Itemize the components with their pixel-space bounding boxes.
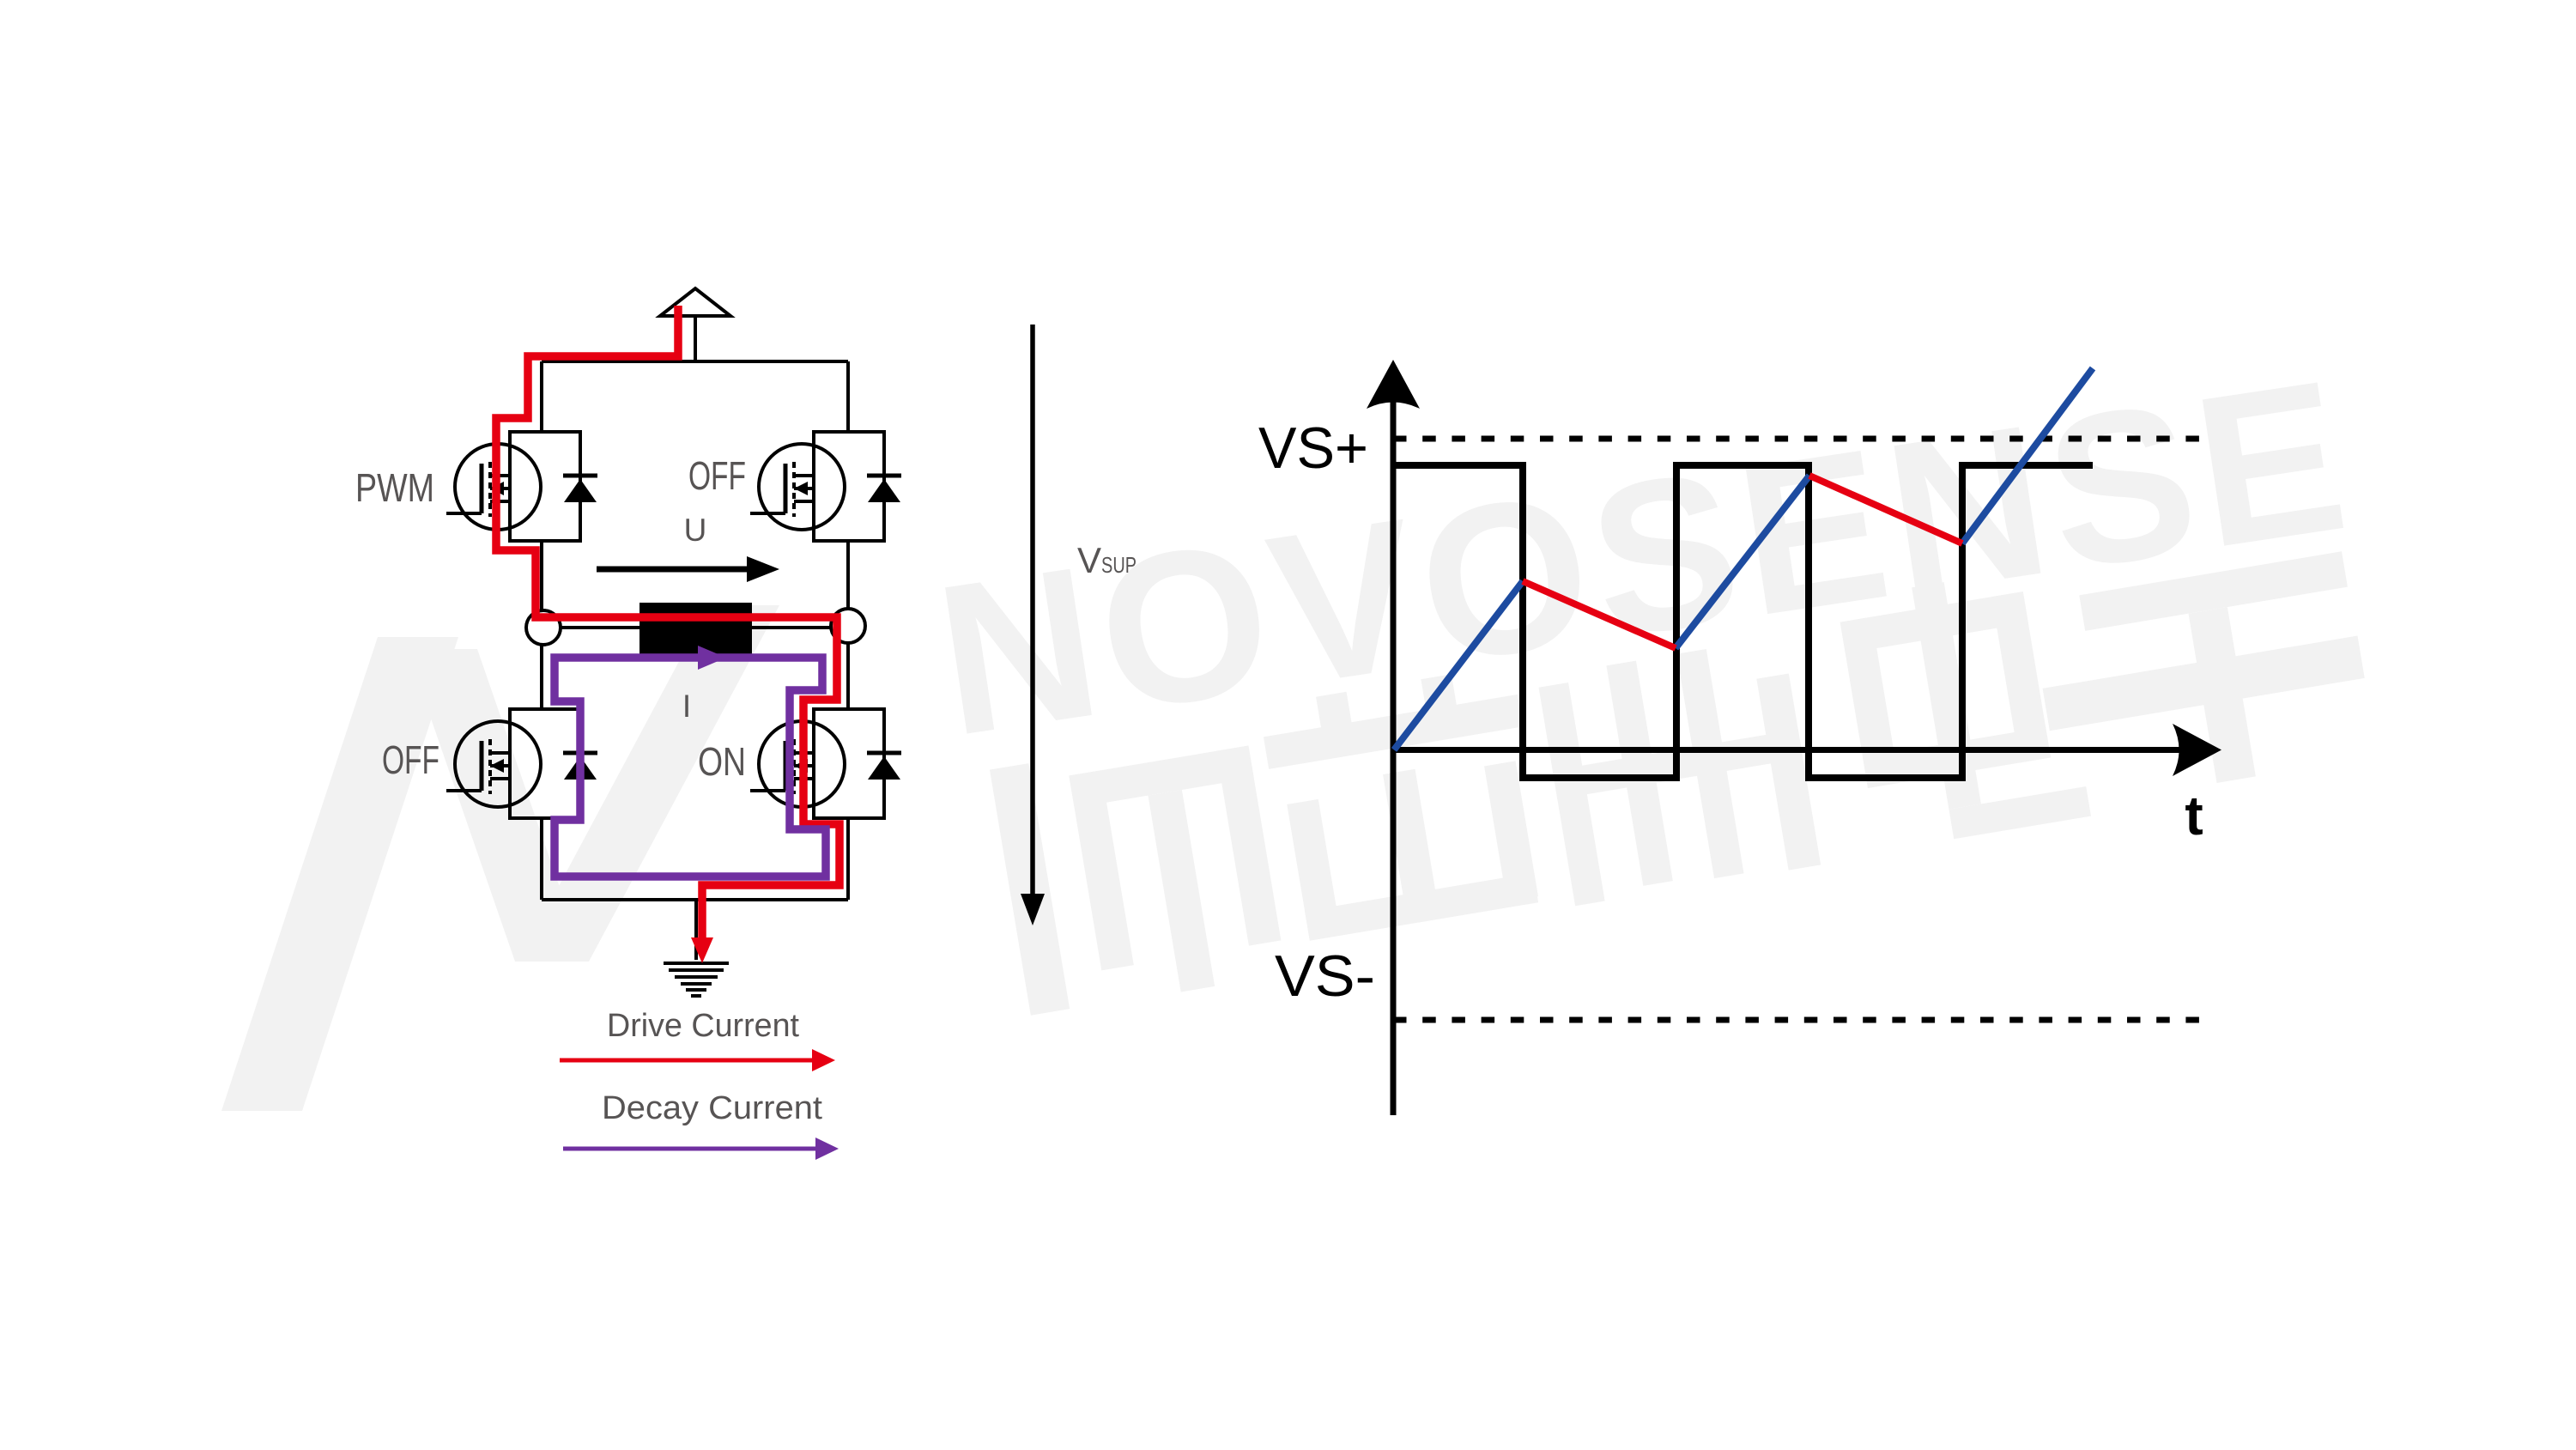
svg-text:ON: ON bbox=[698, 739, 746, 784]
svg-text:VS+: VS+ bbox=[1258, 416, 1368, 481]
svg-text:PWM: PWM bbox=[355, 465, 434, 510]
svg-text:OFF: OFF bbox=[688, 453, 746, 498]
svg-text:VS-: VS- bbox=[1275, 943, 1375, 1009]
svg-text:I: I bbox=[682, 689, 691, 724]
svg-text:t: t bbox=[2185, 785, 2203, 846]
svg-text:Decay Current: Decay Current bbox=[602, 1090, 822, 1126]
svg-text:Drive Current: Drive Current bbox=[607, 1008, 799, 1044]
svg-text:U: U bbox=[684, 513, 707, 548]
svg-text:OFF: OFF bbox=[382, 737, 439, 782]
